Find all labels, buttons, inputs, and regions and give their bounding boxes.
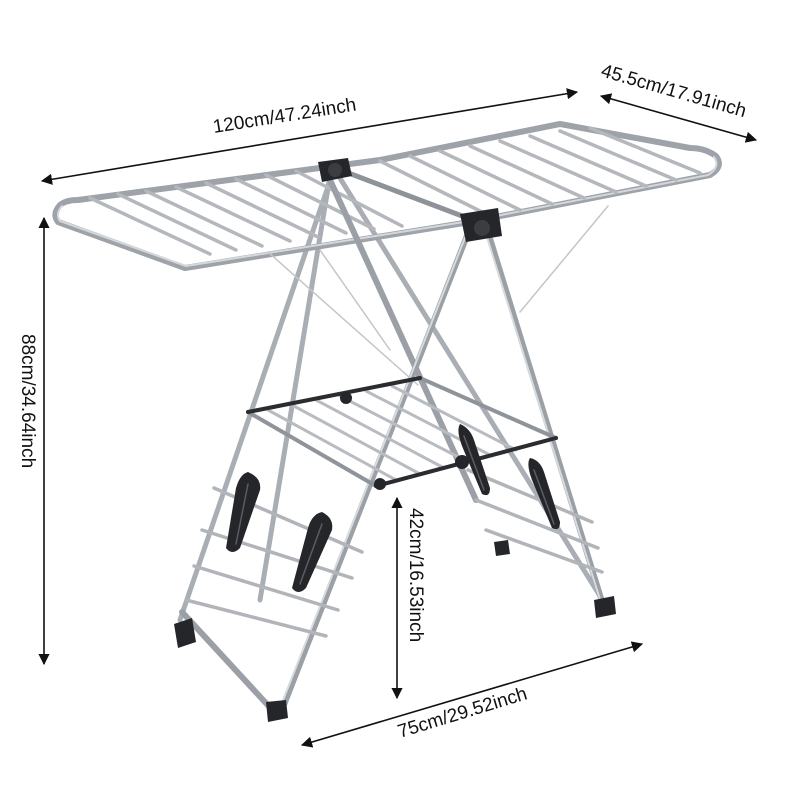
- shelf-height-label: 42cm/16.53inch: [405, 508, 426, 642]
- base-width-arrow: [300, 641, 644, 748]
- clip-highlights: [235, 435, 555, 585]
- middle-shelf: [246, 376, 558, 488]
- support-cords: [267, 205, 609, 386]
- width-arrow: [599, 93, 758, 143]
- height-label: 88cm/34.64inch: [17, 334, 38, 468]
- length-arrow: [40, 88, 579, 185]
- dimension-lines: [38, 88, 758, 748]
- width-label: 45.5cm/17.91inch: [599, 61, 749, 123]
- base-width-label: 75cm/29.52inch: [395, 683, 529, 742]
- drying-rack: [52, 121, 722, 722]
- lower-right-rails: [466, 468, 604, 574]
- rack-legs-front: [179, 177, 607, 718]
